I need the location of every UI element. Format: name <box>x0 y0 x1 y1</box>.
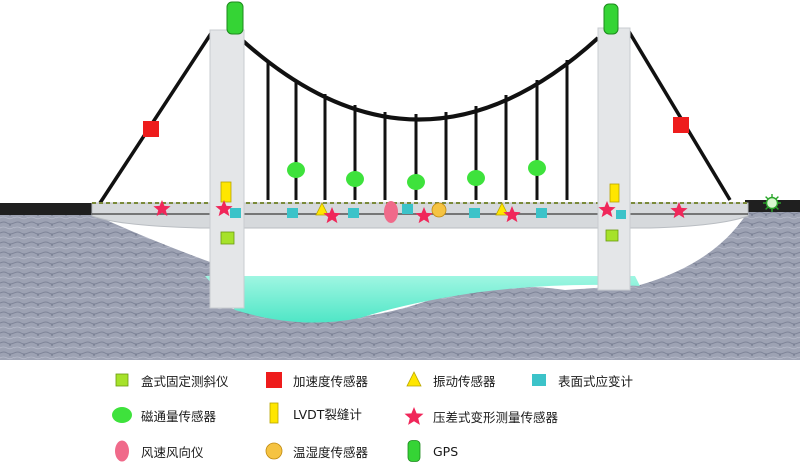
yellow-triangle-icon <box>406 371 422 387</box>
legend-item-vibration: 振动传感器 <box>403 369 496 391</box>
legend-label: 磁通量传感器 <box>141 408 217 424</box>
legend-item-deflection: 压差式变形测量传感器 <box>403 405 558 427</box>
lvdt-left-tower <box>220 181 232 203</box>
legend-label: 盒式固定测斜仪 <box>141 373 229 389</box>
river-water <box>205 276 640 323</box>
legend-item-magnetic: 磁通量传感器 <box>111 404 216 426</box>
gps-sensor-right-tower <box>603 3 619 35</box>
legend-label: GPS <box>433 443 459 459</box>
legend-label: LVDT裂缝计 <box>293 406 362 422</box>
accelerometer-left-backstay <box>143 121 159 137</box>
legend-item-gps: GPS <box>403 440 458 462</box>
legend-item-lvdt: LVDT裂缝计 <box>263 402 362 424</box>
inclinometer-left-tower <box>220 231 235 245</box>
right-backstay-cable <box>626 29 732 201</box>
legend-label: 温湿度传感器 <box>293 444 369 460</box>
yellow-bar-icon <box>269 402 279 424</box>
gps-sensor-left-tower <box>226 1 244 35</box>
left-backstay-cable <box>98 31 214 204</box>
green-ellipse-icon <box>112 407 132 423</box>
strain-gauges <box>230 204 626 219</box>
deflection-sensors <box>153 200 688 224</box>
pink-ellipse-icon <box>115 440 129 462</box>
legend-item-anemometer: 风速风向仪 <box>111 440 204 462</box>
green-square-icon <box>115 373 129 387</box>
green-capsule-icon <box>407 440 421 462</box>
orange-circle-icon <box>265 442 283 460</box>
red-square-icon <box>266 372 282 388</box>
main-cable <box>240 36 600 122</box>
right-tower <box>597 27 631 291</box>
magnetic-flux-sensors <box>287 160 546 190</box>
vibration-sensors <box>315 202 509 216</box>
lvdt-right-tower <box>609 183 620 203</box>
anemometer-sensor <box>384 201 398 223</box>
gear-icon <box>763 194 781 212</box>
cyan-rectangle-icon <box>532 374 546 386</box>
legend-item-inclinometer: 盒式固定测斜仪 <box>111 369 229 391</box>
legend-item-accelerometer: 加速度传感器 <box>263 369 368 391</box>
legend-label: 风速风向仪 <box>141 444 204 460</box>
legend-item-strain: 表面式应变计 <box>528 369 633 391</box>
left-tower <box>209 29 245 309</box>
inclinometer-right-tower <box>605 229 619 242</box>
accelerometer-right-backstay <box>673 117 689 133</box>
ground-terrain <box>0 200 800 360</box>
thermo-hygrometer-sensor <box>431 202 447 218</box>
left-approach-road <box>0 203 95 215</box>
red-star-icon <box>404 407 424 425</box>
legend-item-thermo: 温湿度传感器 <box>263 440 368 462</box>
legend-label: 振动传感器 <box>433 373 496 389</box>
legend-label: 加速度传感器 <box>293 373 369 389</box>
legend-label: 表面式应变计 <box>558 373 634 389</box>
legend-label: 压差式变形测量传感器 <box>433 409 559 425</box>
